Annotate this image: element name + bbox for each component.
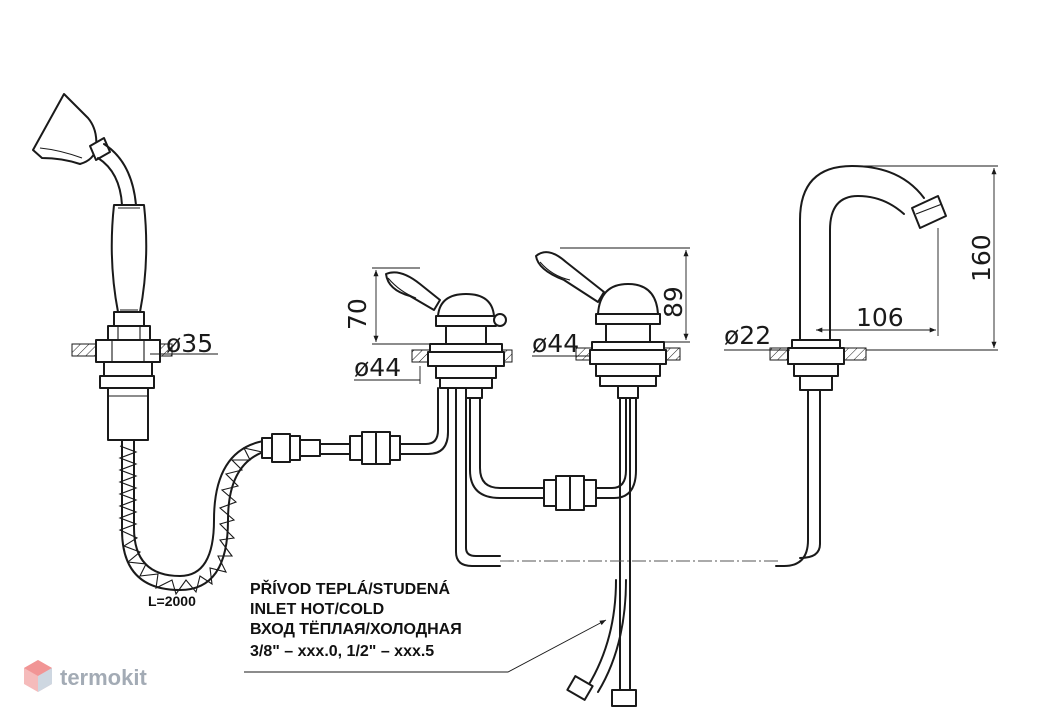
inlet-note-line-1: PŘÍVOD TEPLÁ/STUDENÁ: [250, 579, 450, 598]
dim-right-valve-height: 89: [659, 286, 688, 318]
shower-hose: L=2000: [118, 387, 449, 609]
dim-shower-diameter: ø35: [166, 329, 213, 358]
right-valve: [535, 251, 681, 707]
inlet-note-line-3: ВХОД TËПЛАЯ/ХОЛОДНАЯ: [250, 620, 462, 638]
dim-left-valve-height: 70: [343, 298, 372, 330]
hose-length-label: L=2000: [148, 593, 196, 609]
dim-spout-height: 160: [967, 234, 996, 282]
left-valve: [385, 271, 545, 567]
inlet-note-line-4: 3/8" – xxx.0, 1/2" – xxx.5: [250, 643, 434, 660]
dim-left-valve-diameter: ø44: [354, 353, 401, 382]
spout: [769, 165, 947, 567]
mid-connector: [543, 397, 637, 511]
inlet-note-line-2: INLET HOT/COLD: [250, 601, 384, 618]
hand-shower: [32, 93, 173, 441]
termokit-logo-icon: [24, 660, 52, 692]
inlet-note: PŘÍVOD TEPLÁ/STUDENÁ INLET HOT/COLD ВХОД…: [244, 579, 607, 673]
dim-spout-reach: 106: [856, 303, 904, 332]
termokit-watermark: termokit: [24, 660, 147, 692]
dimension-lines: ø35 70 ø44 89 ø44 ø22 106 160: [150, 165, 998, 384]
watermark-text: termokit: [60, 665, 147, 690]
dim-spout-diameter: ø22: [724, 321, 771, 350]
dim-right-valve-diameter: ø44: [532, 329, 579, 358]
